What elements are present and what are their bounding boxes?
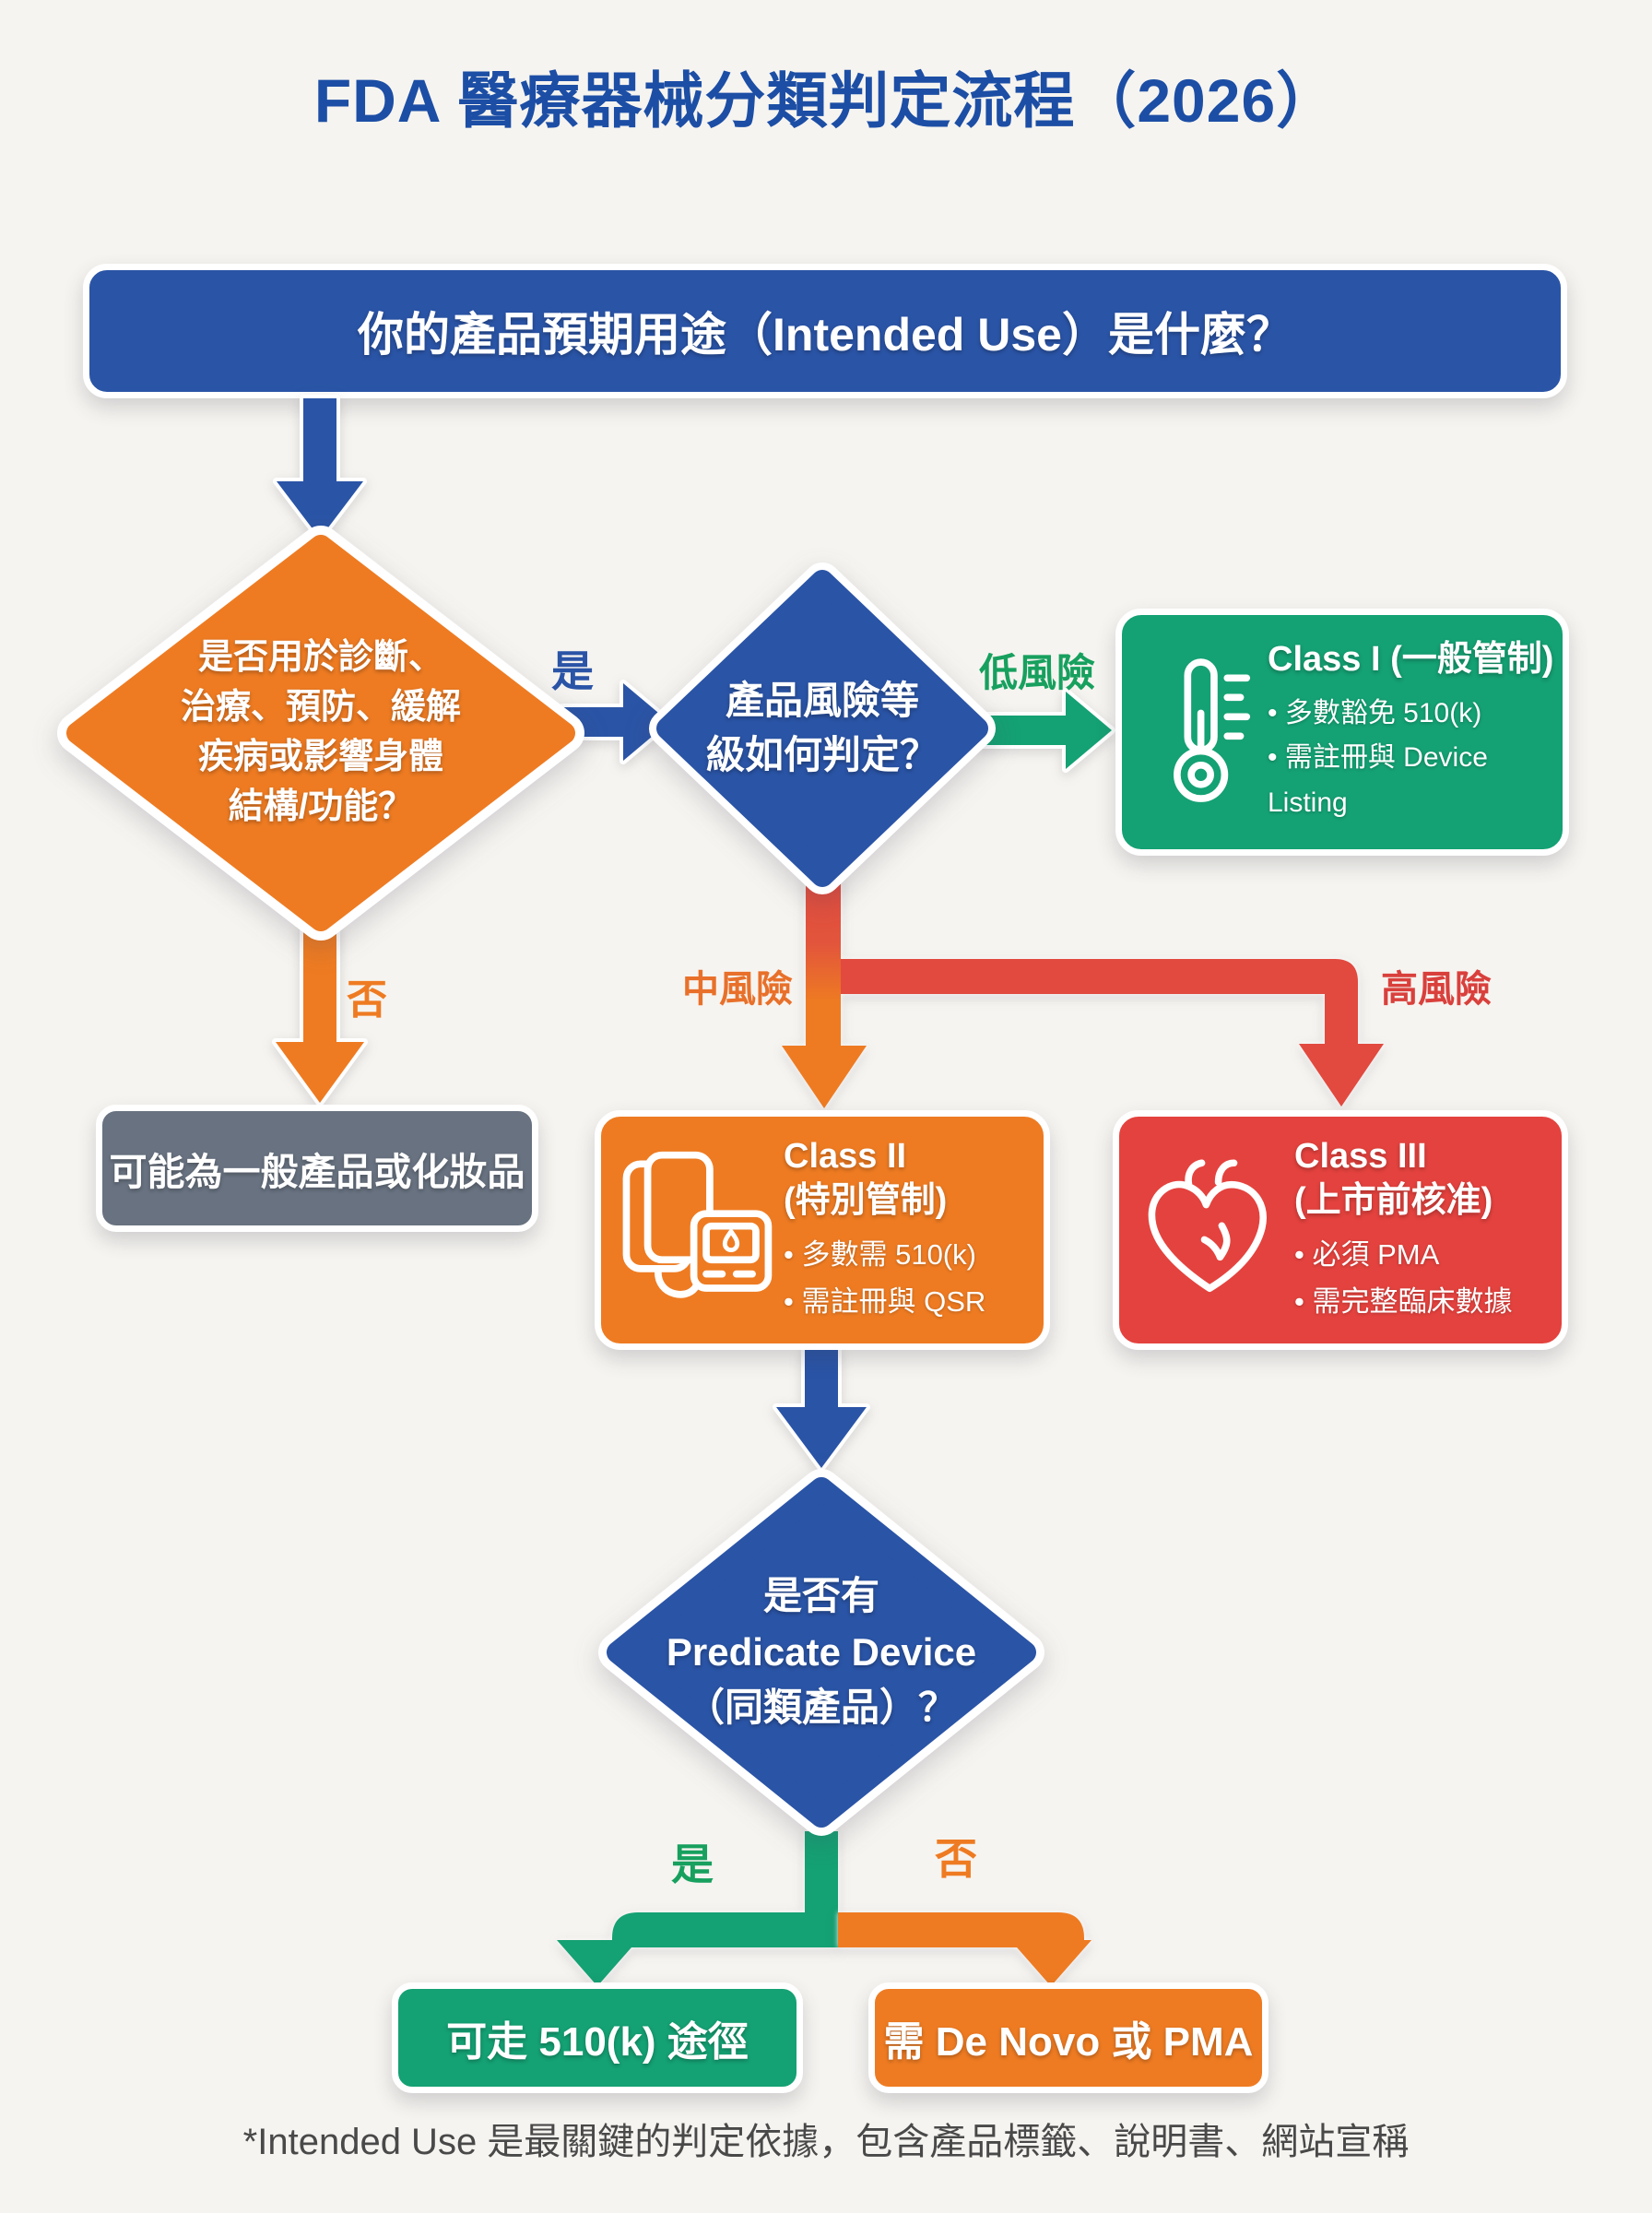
class1-title: Class I (一般管制): [1268, 640, 1554, 680]
path-510k-box: 可走 510(k) 途徑: [392, 1982, 803, 2093]
edge-label-no-2: 否: [935, 1835, 977, 1883]
edge-label-low-risk: 低風險: [979, 651, 1096, 694]
decision-predicate-question: [598, 1469, 1044, 1836]
class3-bullets: 必須 PMA 需完整臨床數據: [1294, 1232, 1512, 1324]
decision-risk-question: [649, 562, 996, 894]
class1-content: Class I (一般管制) 多數豁免 510(k) 需註冊與 Device L…: [1268, 638, 1563, 825]
arrow-no-to-general-product: [272, 924, 368, 1106]
footnote: *Intended Use 是最關鍵的判定依據，包含產品標籤、說明書、網站宣稱: [242, 2122, 1410, 2162]
class1-bullet-2: 需註冊與 Device Listing: [1268, 736, 1563, 825]
class2-content: Class II (特別管制) 多數需 510(k) 需註冊與 QSR: [784, 1135, 985, 1324]
arrow-start-to-device-question: [273, 395, 367, 542]
class2-card: Class II (特別管制) 多數需 510(k) 需註冊與 QSR: [595, 1110, 1050, 1350]
arrow-high-risk-elbow: [823, 959, 1384, 1106]
arrow-no-to-denovo-pma: [838, 1912, 1092, 1986]
arrow-mid-and-high-risk-junction: [782, 876, 1384, 1108]
class3-bullet-2: 需完整臨床數據: [1294, 1279, 1512, 1325]
class3-bullet-1: 必須 PMA: [1294, 1232, 1512, 1278]
page-title: FDA 醫療器械分類判定流程（2026）: [313, 66, 1339, 135]
class1-bullet-1: 多數豁免 510(k): [1268, 692, 1563, 737]
class1-bullets: 多數豁免 510(k) 需註冊與 Device Listing: [1268, 692, 1563, 826]
thermometer-icon: [1139, 650, 1268, 814]
class2-bullet-2: 需註冊與 QSR: [784, 1279, 985, 1325]
class3-title: Class III (上市前核准): [1294, 1137, 1493, 1220]
arrow-low-risk-to-class1: [977, 688, 1115, 773]
edge-label-high-risk: 高風險: [1381, 969, 1492, 1010]
class3-card: Class III (上市前核准) 必須 PMA 需完整臨床數據: [1113, 1110, 1568, 1350]
general-product-box: 可能為一般產品或化妝品: [96, 1105, 538, 1232]
decision-device-question: [57, 526, 584, 941]
arrow-mid-risk-head: [782, 1046, 867, 1108]
edge-label-mid-risk: 中風險: [682, 969, 793, 1010]
edge-label-yes-1: 是: [551, 647, 594, 695]
path-denovo-pma-box: 需 De Novo 或 PMA: [868, 1982, 1268, 2093]
class3-content: Class III (上市前核准) 必須 PMA 需完整臨床數據: [1294, 1135, 1512, 1324]
blood-pressure-monitor-icon: [608, 1148, 784, 1312]
edge-label-no-1: 否: [347, 977, 387, 1023]
start-node-label: 你的產品預期用途（Intended Use）是什麼？: [358, 309, 1292, 361]
arrow-yes-to-510k: [557, 1831, 838, 1986]
arrow-mid-risk-shaft: [806, 876, 841, 1051]
arrow-class2-to-predicate-question: [773, 1346, 870, 1472]
class1-card: Class I (一般管制) 多數豁免 510(k) 需註冊與 Device L…: [1115, 609, 1569, 856]
edge-label-yes-2: 是: [671, 1840, 714, 1888]
heart-icon: [1128, 1155, 1294, 1305]
start-node: 你的產品預期用途（Intended Use）是什麼？: [83, 264, 1567, 398]
class2-title: Class II (特別管制): [784, 1137, 948, 1220]
class2-bullets: 多數需 510(k) 需註冊與 QSR: [784, 1232, 985, 1324]
class2-bullet-1: 多數需 510(k): [784, 1232, 985, 1278]
